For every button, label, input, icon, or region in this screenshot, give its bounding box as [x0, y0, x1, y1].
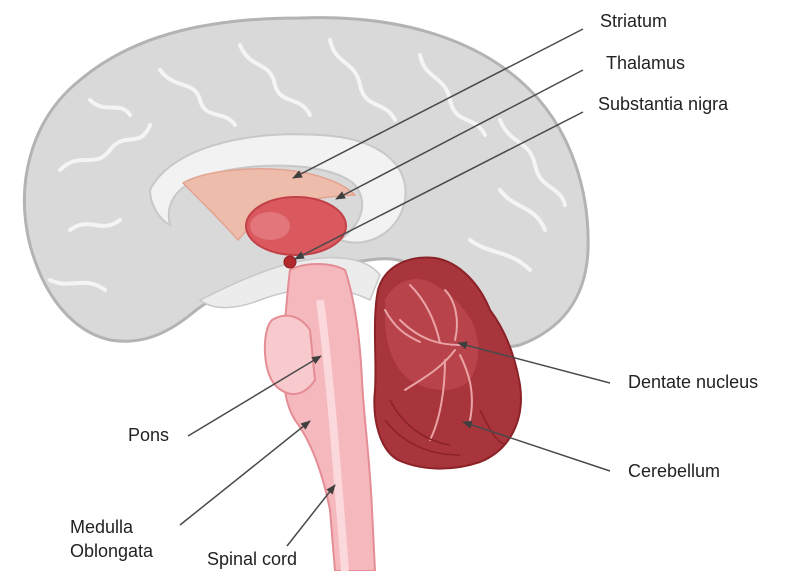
brainstem-shape	[265, 264, 375, 571]
label-pons: Pons	[128, 424, 169, 446]
label-dentate-nucleus: Dentate nucleus	[628, 371, 758, 393]
label-spinal-cord: Spinal cord	[207, 548, 297, 570]
spinal-cord-arrow	[287, 485, 335, 546]
label-medulla-oblongata: Medulla Oblongata	[70, 515, 153, 563]
label-cerebellum: Cerebellum	[628, 460, 720, 482]
thalamus-shape	[246, 197, 346, 255]
label-substantia-nigra: Substantia nigra	[598, 93, 728, 115]
medulla-arrow	[180, 421, 310, 525]
label-medulla-line1: Medulla	[70, 515, 153, 539]
substantia-nigra-dot	[284, 256, 296, 268]
label-medulla-line2: Oblongata	[70, 539, 153, 563]
label-thalamus: Thalamus	[606, 52, 685, 74]
label-striatum: Striatum	[600, 10, 667, 32]
